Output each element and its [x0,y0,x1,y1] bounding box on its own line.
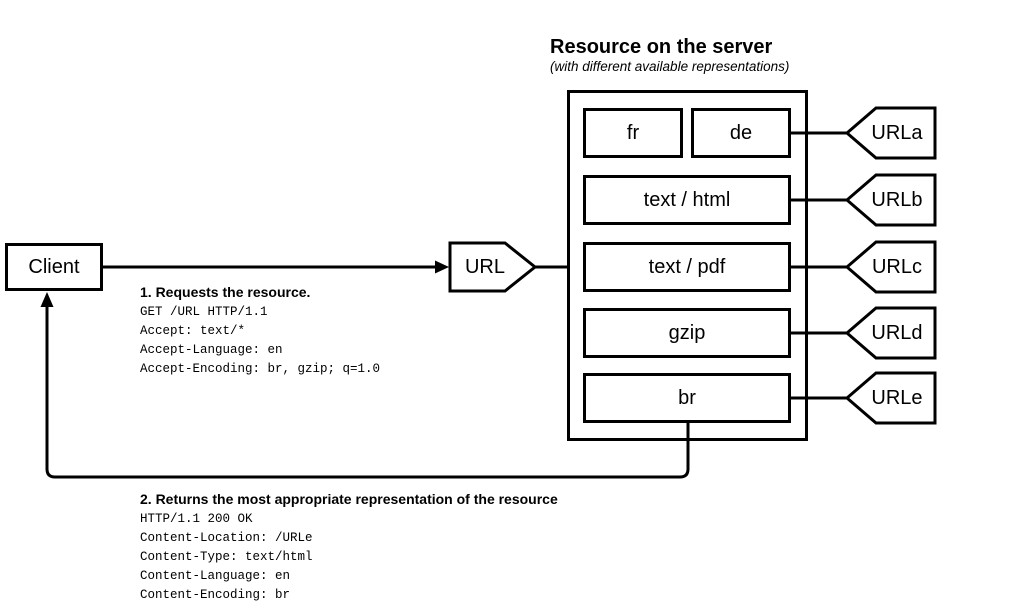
representation-box-fr: fr [583,108,683,158]
representation-label-gzip: gzip [668,322,706,344]
url-tag-label-urla: URLa [871,122,923,144]
server-title: Resource on the server [550,36,773,58]
url-pentagon-shape [448,241,538,293]
representation-label-text-html: text / html [643,189,731,211]
server-title-block: Resource on the server (with different a… [550,37,789,75]
url-node-label: URL [464,256,505,278]
url-tag-shape-urlc [844,240,937,294]
url-tag-shape-urlb [844,173,937,227]
response-text-block: 2. Returns the most appropriate represen… [140,491,558,605]
client-label: Client [28,256,80,278]
response-line-content-type: Content-Type: text/html [140,550,313,564]
url-tag-shape-urld [844,306,937,360]
request-line-accept-language: Accept-Language: en [140,343,283,357]
request-line-accept: Accept: text/* [140,324,246,338]
representation-box-text-html: text / html [583,175,791,225]
url-tag-label-urle: URLe [871,387,923,409]
representation-box-de: de [691,108,791,158]
representation-box-text-pdf: text / pdf [583,242,791,292]
url-tag-label-urlc: URLc [871,256,922,278]
representation-label-br: br [678,387,696,409]
request-line-method: GET /URL HTTP/1.1 [140,305,268,319]
representation-label-de: de [729,122,753,144]
response-line-content-language: Content-Language: en [140,569,291,583]
url-tag-shape-urle [844,371,937,425]
url-tag-shape-urla [844,106,937,160]
client-box: Client [5,243,103,291]
response-line-content-encoding: Content-Encoding: br [140,588,291,602]
url-tag-label-urlb: URLb [871,189,923,211]
response-heading: 2. Returns the most appropriate represen… [140,491,558,507]
representation-label-fr: fr [626,122,640,144]
representation-label-text-pdf: text / pdf [648,256,726,278]
request-heading: 1. Requests the resource. [140,284,311,300]
request-line-accept-encoding: Accept-Encoding: br, gzip; q=1.0 [140,362,381,376]
return-path-line [45,306,690,479]
return-arrowhead-icon [40,292,54,307]
request-arrowhead-icon [435,260,449,274]
representation-box-gzip: gzip [583,308,791,358]
response-line-content-location: Content-Location: /URLe [140,531,313,545]
response-line-status: HTTP/1.1 200 OK [140,512,253,526]
request-text-block: 1. Requests the resource. GET /URL HTTP/… [140,284,380,379]
url-tag-label-urld: URLd [871,322,923,344]
server-subtitle: (with different available representation… [550,59,790,74]
